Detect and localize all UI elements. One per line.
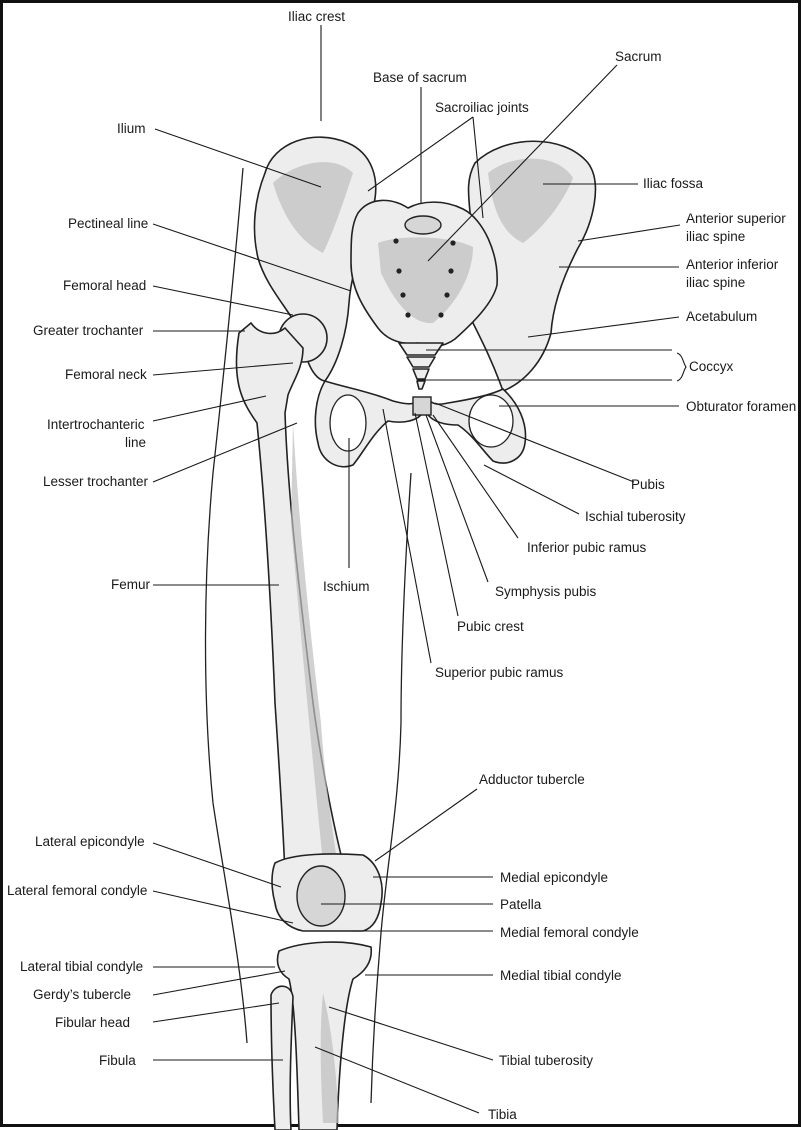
- leader-tibia: [314, 1046, 480, 1114]
- leader-lines: [152, 25, 687, 1114]
- label-intertrochanteric-1: Intertrochanteric: [47, 417, 145, 432]
- label-adductor-tubercle: Adductor tubercle: [479, 772, 585, 787]
- leader-superior-pubic-ramus: [382, 408, 432, 664]
- label-asis-1: Anterior superior: [686, 211, 786, 226]
- label-aiis-1: Anterior inferior: [686, 257, 779, 272]
- label-sacrum: Sacrum: [615, 49, 662, 64]
- leader-fibular-head: [152, 1002, 280, 1023]
- tibia-fibula: [270, 941, 373, 1130]
- leader-inferior-pubic-ramus: [432, 414, 519, 539]
- label-lateral-tibial-condyle: Lateral tibial condyle: [20, 959, 143, 974]
- left-ilium: [253, 136, 377, 382]
- label-acetabulum: Acetabulum: [686, 309, 757, 324]
- label-fibular-head: Fibular head: [55, 1015, 130, 1030]
- leader-acetabulum: [527, 316, 680, 338]
- sacrum: [350, 199, 498, 348]
- label-greater-trochanter: Greater trochanter: [33, 323, 144, 338]
- label-femoral-neck: Femoral neck: [65, 367, 147, 382]
- label-intertrochanteric-2: line: [125, 435, 146, 450]
- leader-femoral-head: [152, 285, 294, 316]
- label-asis-2: iliac spine: [686, 229, 745, 244]
- label-pubic-crest: Pubic crest: [457, 619, 524, 634]
- label-patella: Patella: [500, 897, 542, 912]
- leader-gerdys-tubercle: [152, 970, 286, 996]
- label-iliac-fossa: Iliac fossa: [643, 176, 704, 191]
- label-coccyx: Coccyx: [689, 359, 734, 374]
- label-tibial-tuberosity: Tibial tuberosity: [499, 1053, 593, 1068]
- labels: Iliac crest Base of sacrum Sacrum Sacroi…: [7, 9, 796, 1122]
- label-lateral-femoral-condyle: Lateral femoral condyle: [7, 883, 147, 898]
- label-ilium: Ilium: [117, 121, 146, 136]
- leader-pectineal: [152, 223, 352, 292]
- label-medial-tibial-condyle: Medial tibial condyle: [500, 968, 622, 983]
- label-medial-epicondyle: Medial epicondyle: [500, 870, 608, 885]
- label-obturator-foramen: Obturator foramen: [686, 399, 796, 414]
- leader-intertrochanteric: [152, 395, 267, 422]
- femur: [235, 313, 383, 932]
- leader-pubic-crest: [414, 412, 459, 617]
- leader-symphysis: [425, 414, 489, 583]
- label-femoral-head: Femoral head: [63, 278, 146, 293]
- leader-sacroiliac-1: [367, 116, 474, 192]
- label-femur: Femur: [111, 577, 151, 592]
- body-outline: [204, 167, 412, 1104]
- label-ischial-tuberosity: Ischial tuberosity: [585, 509, 686, 524]
- leader-adductor-tubercle: [374, 788, 478, 862]
- leader-pubis: [434, 402, 635, 483]
- leader-sacrum: [427, 64, 618, 262]
- coccyx: [398, 342, 444, 390]
- leader-tibial-tuberosity: [328, 1006, 494, 1061]
- label-base-of-sacrum: Base of sacrum: [373, 70, 467, 85]
- label-gerdys-tubercle: Gerdy’s tubercle: [33, 987, 131, 1002]
- leader-asis: [577, 224, 681, 242]
- label-aiis-2: iliac spine: [686, 275, 745, 290]
- label-iliac-crest: Iliac crest: [288, 9, 345, 24]
- leader-ischial-tuberosity: [483, 464, 580, 515]
- label-symphysis-pubis: Symphysis pubis: [495, 584, 597, 599]
- label-inferior-pubic-ramus: Inferior pubic ramus: [527, 540, 647, 555]
- lower-pelvis: [314, 380, 527, 468]
- label-pectineal-line: Pectineal line: [68, 216, 148, 231]
- leader-ilium: [154, 128, 322, 188]
- label-lateral-epicondyle: Lateral epicondyle: [35, 834, 145, 849]
- leader-sacroiliac-2: [472, 116, 484, 219]
- label-tibia: Tibia: [488, 1107, 517, 1122]
- label-sacroiliac-joints: Sacroiliac joints: [435, 100, 529, 115]
- label-lesser-trochanter: Lesser trochanter: [43, 474, 149, 489]
- leader-femoral-neck: [152, 362, 294, 376]
- leader-lesser-trochanter: [152, 422, 298, 483]
- label-pubis: Pubis: [631, 477, 665, 492]
- label-fibula: Fibula: [99, 1053, 136, 1068]
- label-ischium: Ischium: [323, 579, 370, 594]
- label-medial-femoral-condyle: Medial femoral condyle: [500, 925, 639, 940]
- leader-lateral-epicondyle: [152, 842, 282, 888]
- label-superior-pubic-ramus: Superior pubic ramus: [435, 665, 564, 680]
- hip-and-femur-illustration: Iliac crest Base of sacrum Sacrum Sacroi…: [7, 9, 796, 1130]
- leader-lateral-femoral-condyle: [152, 890, 294, 924]
- leader-coccyx-brace: [676, 352, 687, 382]
